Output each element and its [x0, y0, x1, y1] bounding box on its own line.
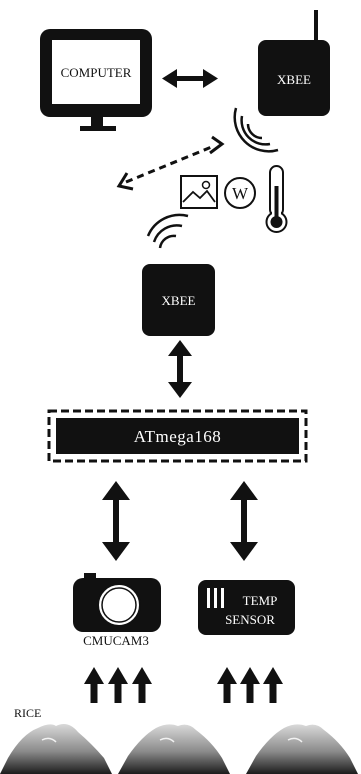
cmucam3-label: CMUCAM3	[83, 633, 149, 648]
rice-pile-left	[0, 724, 112, 774]
temp-sensor-label-line1: TEMP	[243, 593, 278, 608]
wireless-signal-top-icon	[233, 107, 279, 153]
wireless-signal-bottom-icon	[146, 213, 189, 249]
cmucam3-camera	[73, 573, 161, 632]
computer-xbee-arrow	[162, 69, 218, 88]
rice-label: RICE	[14, 706, 41, 720]
wireless-link-dashed-arrow	[116, 135, 225, 191]
rice-piles	[0, 724, 358, 774]
xbee-bottom-module: XBEE	[142, 264, 215, 336]
xbee-atmega-arrow	[168, 340, 192, 398]
xbee-top-label: XBEE	[277, 72, 311, 87]
rice-pile-right	[246, 724, 358, 774]
camera-input-arrows	[84, 667, 152, 703]
weight-icon-letter: W	[232, 184, 249, 203]
temp-sensor-module: TEMP SENSOR	[198, 580, 295, 635]
computer-label: COMPUTER	[61, 65, 132, 80]
sensor-input-arrows	[217, 667, 283, 703]
thermometer-icon	[265, 165, 288, 233]
atmega-camera-arrow	[102, 481, 130, 561]
xbee-top-module: XBEE	[258, 10, 330, 116]
atmega-sensor-arrow	[230, 481, 258, 561]
atmega168-label: ATmega168	[134, 427, 222, 446]
xbee-bottom-label: XBEE	[162, 293, 196, 308]
temp-sensor-label-line2: SENSOR	[225, 612, 275, 627]
rice-pile-middle	[118, 724, 230, 774]
weight-icon: W	[224, 177, 256, 209]
atmega168-chip: ATmega168	[47, 409, 308, 463]
computer-monitor: COMPUTER	[40, 29, 152, 131]
image-icon	[180, 175, 218, 209]
